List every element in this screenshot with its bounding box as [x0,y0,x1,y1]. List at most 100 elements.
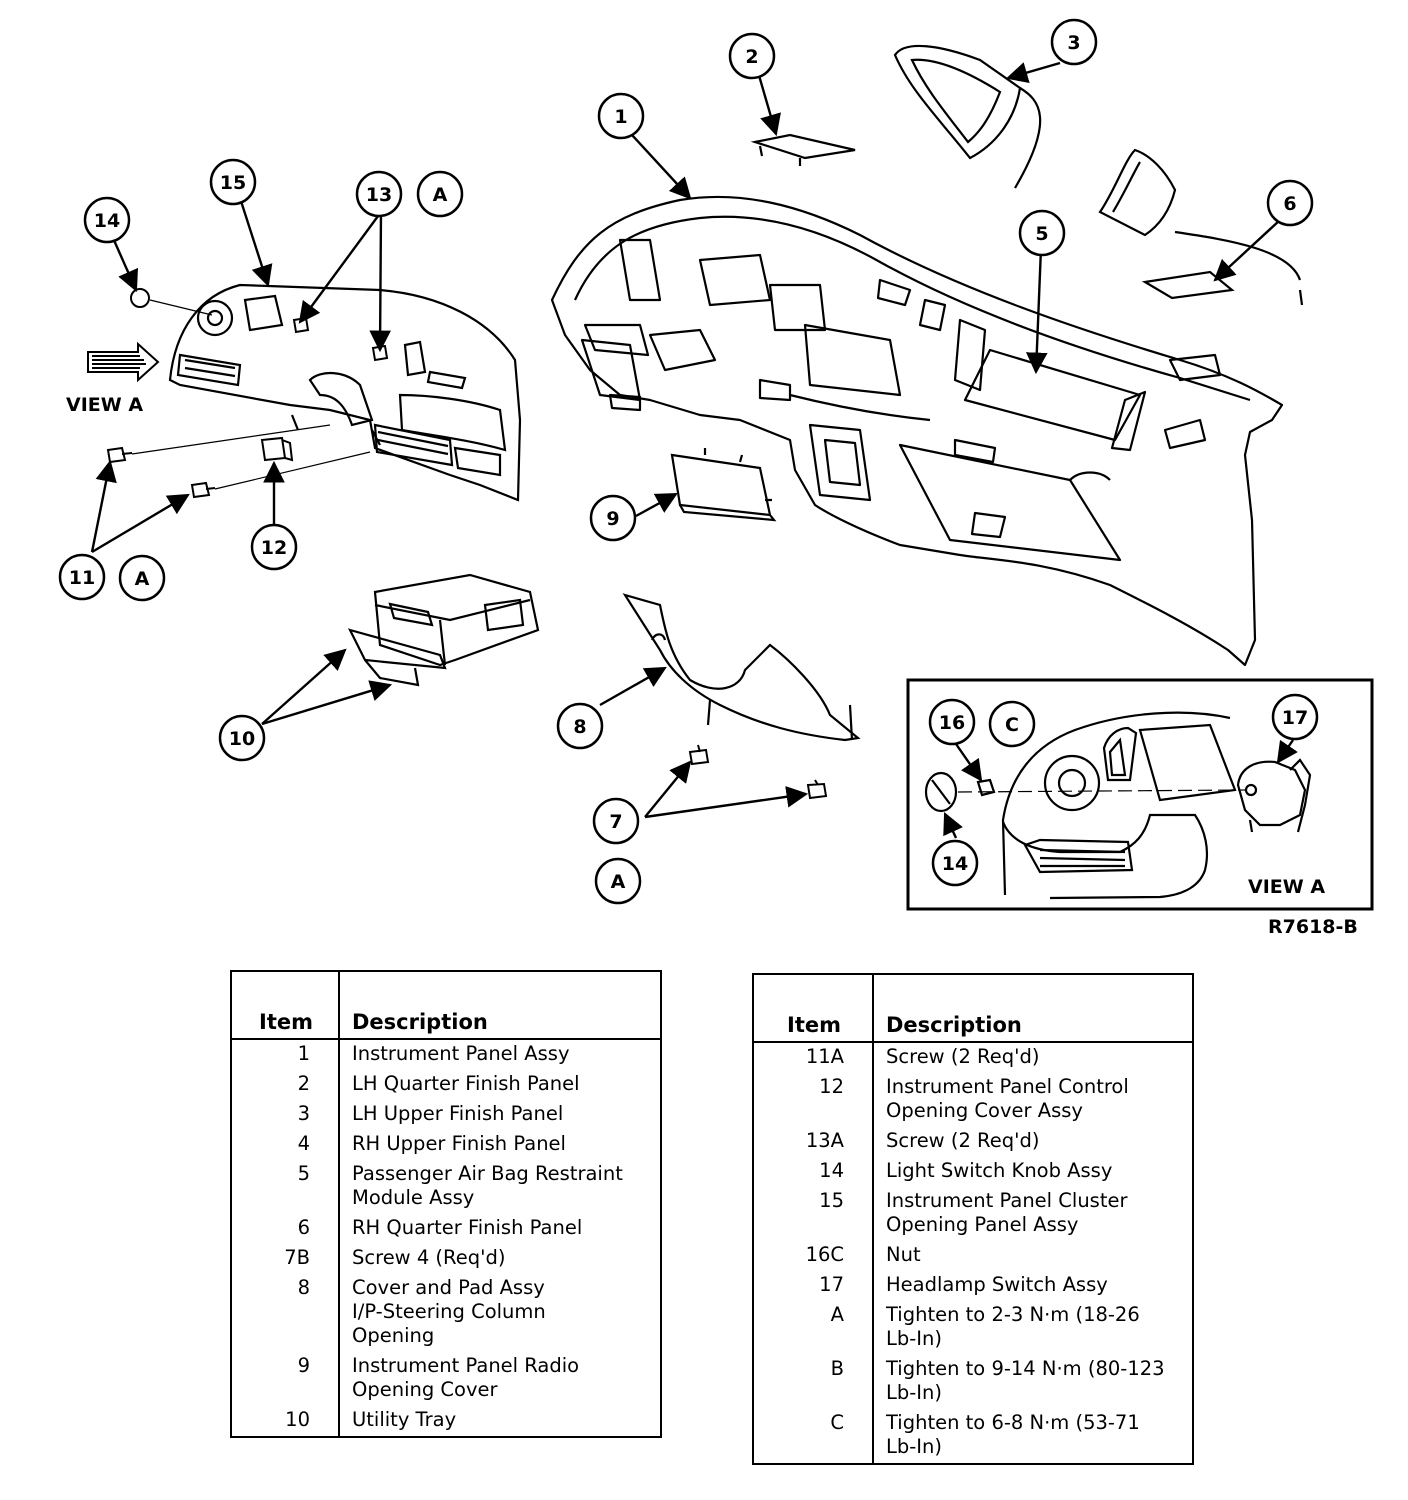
callout-3: 3 [1050,18,1098,66]
rh-quarter-finish-panel-drawing [1141,270,1235,300]
callout-8: 8 [556,702,604,750]
table-row: 9 Instrument Panel Radio Opening Cover [231,1352,661,1406]
lh-quarter-finish-panel-drawing [750,133,856,166]
callout-9-label: 9 [606,508,619,530]
inset-callout-14: 14 [931,839,979,887]
item-number-cell: A [753,1301,874,1355]
cluster-opening-panel-drawing [168,283,522,502]
callout-7-label: 7 [609,811,622,833]
table-row: 12 Instrument Panel Control Opening Cover… [753,1073,1193,1127]
description-cell: Instrument Panel Assy [352,1042,570,1065]
table-row: B Tighten to 9-14 N·m (80-123 Lb-In) [753,1355,1193,1409]
view-a-arrow [87,341,160,383]
table-row: 7B Screw 4 (Req'd) [231,1244,661,1274]
description-cell: Instrument Panel Radio Opening Cover [352,1354,580,1401]
description-cell: RH Upper Finish Panel [352,1132,566,1155]
description-cell: Light Switch Knob Assy [886,1159,1113,1182]
callout-13: 13 [355,170,403,218]
inset-view-label: VIEW A [1248,876,1325,898]
table-row: 17 Headlamp Switch Assy [753,1271,1193,1301]
item-number-cell: 6 [231,1214,340,1244]
callout-7-torque-label: A [611,871,626,893]
callout-15-label: 15 [220,172,246,194]
table-row: 5 Passenger Air Bag Restraint Module Assy [231,1160,661,1214]
callout-11-torque-label: A [135,568,150,590]
steering-column-cover-drawing [622,593,861,742]
description-column-header: Description [873,974,1193,1043]
description-cell: RH Quarter Finish Panel [352,1216,583,1239]
description-cell: LH Upper Finish Panel [352,1102,564,1125]
table-header-row: Item Description [753,974,1193,1043]
instrument-panel-drawing [550,195,1284,667]
item-number-cell: 7B [231,1244,340,1274]
control-opening-cover-drawing [260,436,294,462]
parts-table-right: Item Description 11A Screw (2 Req'd) 12 Ins… [752,973,1194,1465]
description-cell: Utility Tray [352,1408,457,1431]
item-number-cell: 13A [753,1127,874,1157]
item-number-cell: 14 [753,1157,874,1187]
table-row: 6 RH Quarter Finish Panel [231,1214,661,1244]
item-number-cell: 10 [231,1406,340,1437]
item-number-cell: 3 [231,1100,340,1130]
callout-11: 11 [58,553,106,601]
description-cell: Screw (2 Req'd) [886,1129,1040,1152]
callout-1: 1 [597,92,645,140]
item-number-cell: 2 [231,1070,340,1100]
item-number-cell: B [753,1355,874,1409]
item-number-cell: 11A [753,1042,874,1073]
description-cell: Passenger Air Bag Restraint Module Assy [352,1162,623,1209]
callout-10: 10 [218,714,266,762]
callout-13-label: 13 [366,184,392,206]
description-cell: Headlamp Switch Assy [886,1273,1108,1296]
inset-callout-16-torque-label: C [1005,714,1019,736]
callout-1-label: 1 [614,106,627,128]
callout-13-torque: A [416,170,464,218]
item-number-cell: C [753,1409,874,1464]
callout-6: 6 [1266,179,1314,227]
item-number-cell: 9 [231,1352,340,1406]
description-cell: Screw (2 Req'd) [886,1045,1040,1068]
description-cell: LH Quarter Finish Panel [352,1072,580,1095]
description-cell: Screw 4 (Req'd) [352,1246,506,1269]
callout-14-label: 14 [94,210,120,232]
description-column-header: Description [339,971,661,1040]
item-number-cell: 15 [753,1187,874,1241]
table-header-row: Item Description [231,971,661,1040]
callout-5-label: 5 [1035,223,1048,245]
rh-upper-finish-panel-drawing [1098,148,1304,306]
table-row: 2 LH Quarter Finish Panel [231,1070,661,1100]
item-number-cell: 17 [753,1271,874,1301]
callout-6-label: 6 [1283,193,1296,215]
callout-8-label: 8 [573,716,586,738]
callout-2-label: 2 [745,46,758,68]
callout-3-label: 3 [1067,32,1080,54]
screws-7-drawing [688,744,828,800]
table-row: 14 Light Switch Knob Assy [753,1157,1193,1187]
inset-callout-16: 16 [928,698,976,746]
table-row: 11A Screw (2 Req'd) [753,1042,1193,1073]
description-cell: Tighten to 9-14 N·m (80-123 Lb-In) [886,1357,1165,1404]
callout-11-label: 11 [69,567,95,589]
item-number-cell: 12 [753,1073,874,1127]
inset-callout-17-label: 17 [1282,707,1308,729]
description-cell: Nut [886,1243,921,1266]
utility-tray-drawing [347,573,540,687]
lh-upper-finish-panel-drawing [893,44,1042,189]
callout-13-torque-label: A [433,184,448,206]
small-fasteners-drawing [106,288,389,499]
item-number-cell: 4 [231,1130,340,1160]
callout-7: 7 [592,797,640,845]
figure-reference-code: R7618-B [1268,916,1358,938]
inset-callout-16-torque: C [988,700,1036,748]
radio-opening-cover-drawing [670,448,777,522]
description-cell: Instrument Panel Control Opening Cover A… [886,1075,1129,1122]
table-row: 13A Screw (2 Req'd) [753,1127,1193,1157]
item-number-cell: 5 [231,1160,340,1214]
view-a-label: VIEW A [66,394,143,416]
